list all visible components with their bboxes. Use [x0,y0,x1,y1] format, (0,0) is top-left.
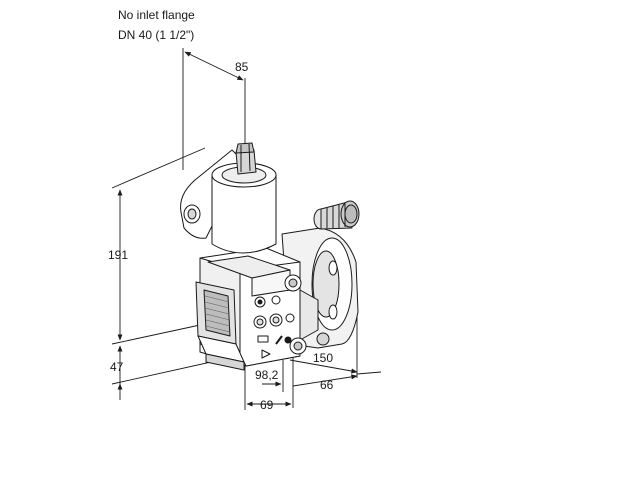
ext-line-top-191 [111,147,206,189]
connector-plug [235,142,257,175]
dim-depth-a-label: 98,2 [255,368,279,382]
dim-line-150 [289,359,358,374]
dimension-lines [111,48,382,410]
front-fittings [253,274,307,359]
dn-size-note: DN 40 (1 1/2") [118,28,195,42]
solenoid-coil [211,162,277,254]
ext-line-bottom-191 [111,324,201,345]
dim-line-66 [292,374,358,387]
dim-line-85 [184,51,244,81]
outlet-flange [281,227,359,349]
dim-flange-offset-label: 150 [313,351,334,365]
gas-valve-illustration [180,142,360,371]
filter-cover [195,281,245,371]
cable-gland [313,200,360,230]
dim-line-66-tail [356,371,382,375]
inlet-flange-note: No inlet flange [118,8,195,22]
